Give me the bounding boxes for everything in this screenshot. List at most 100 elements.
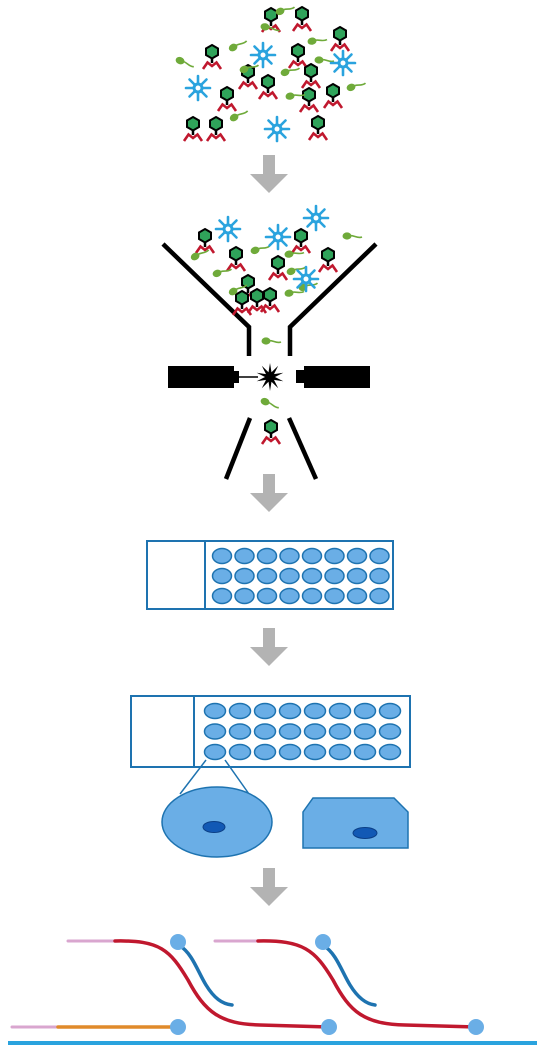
sperm-cell-icon — [284, 250, 305, 258]
star-cell-icon — [184, 74, 212, 102]
well — [301, 587, 323, 605]
sperm-cell-icon — [260, 397, 279, 409]
well — [303, 743, 327, 761]
well — [211, 567, 233, 585]
well — [228, 743, 252, 761]
phage-icon — [231, 289, 253, 316]
well — [256, 587, 278, 605]
process-arrows — [250, 155, 288, 906]
phage-head — [198, 227, 212, 244]
well — [353, 743, 377, 761]
dna-strand-blue — [178, 944, 234, 1007]
star-cell-nucleus — [260, 52, 266, 58]
phage-legs — [260, 435, 282, 445]
sperm-cell-icon — [342, 232, 363, 240]
laser-left-nozzle — [234, 371, 239, 383]
phage-icon — [322, 82, 344, 109]
well — [279, 547, 300, 565]
star-cell-icon — [302, 204, 330, 232]
phage-head — [235, 289, 249, 306]
sperm-cell-icon — [175, 56, 194, 68]
well-plate-2 — [130, 695, 411, 768]
well — [303, 702, 327, 720]
zoom-line-right — [224, 759, 250, 795]
phage-head — [261, 73, 275, 90]
sperm-head — [260, 23, 270, 31]
phage-head — [295, 5, 309, 22]
phage-icon — [290, 227, 312, 254]
phage-icon — [287, 42, 309, 69]
well-plate-1 — [146, 540, 394, 610]
phage-head — [264, 418, 278, 435]
phage-icon — [329, 25, 351, 52]
star-cell-nucleus — [274, 126, 280, 132]
sperm-cell-icon — [280, 67, 301, 77]
star-cell-nucleus — [275, 234, 281, 240]
well — [203, 743, 227, 761]
phage-head — [291, 42, 305, 59]
well — [203, 702, 227, 720]
sperm-cell-icon — [260, 23, 280, 32]
well — [324, 567, 345, 585]
phage-legs — [267, 271, 289, 281]
sperm-head — [285, 92, 295, 100]
phage-icon — [317, 246, 339, 273]
sperm-cell-icon — [239, 64, 260, 74]
sorting-funnel — [161, 204, 378, 480]
sperm-cell-icon — [212, 268, 233, 278]
gray-down-arrow-icon — [250, 155, 288, 193]
well — [234, 567, 255, 585]
angular-cell-nucleus — [352, 827, 378, 839]
well — [279, 567, 300, 585]
sperm-head — [260, 397, 270, 406]
outlet-left-wall — [223, 417, 253, 480]
laser-sorter — [168, 363, 370, 391]
sperm-head — [280, 68, 290, 77]
sperm-head — [307, 37, 317, 45]
well — [369, 547, 390, 565]
well — [253, 723, 277, 740]
phage-icon — [225, 245, 247, 272]
well — [369, 587, 390, 605]
phage-head — [311, 114, 325, 131]
star-cell-nucleus — [340, 60, 346, 66]
well — [211, 547, 233, 565]
phage-head — [263, 286, 277, 303]
well — [324, 587, 345, 605]
phage-head — [271, 254, 285, 271]
cell-mixture — [175, 5, 367, 143]
sperm-cell-icon — [307, 37, 328, 45]
phage-legs — [307, 131, 329, 141]
detector-right-body — [304, 366, 370, 388]
phage-legs — [205, 132, 227, 142]
well — [303, 723, 327, 740]
phage-legs — [201, 60, 223, 70]
well — [324, 547, 345, 565]
phage-legs — [298, 103, 320, 113]
star-cell-icon — [263, 115, 291, 143]
well — [328, 702, 352, 720]
detector-right-nozzle — [296, 370, 304, 383]
phage-head — [220, 85, 234, 102]
sperm-head — [286, 267, 296, 276]
sperm-head — [284, 250, 294, 258]
well — [278, 723, 302, 740]
sperm-head — [239, 65, 249, 74]
phage-legs — [237, 80, 259, 90]
well — [346, 587, 368, 605]
phage-icon — [205, 115, 227, 142]
phage-head — [304, 62, 318, 79]
gray-down-arrow-icon — [250, 628, 288, 666]
phage-icon — [182, 115, 204, 142]
star-cell-icon — [329, 49, 357, 77]
well — [256, 567, 278, 585]
well — [253, 743, 277, 761]
angular-cell — [302, 797, 409, 849]
sperm-head — [190, 252, 200, 261]
sperm-head — [284, 289, 294, 297]
phage-legs — [290, 244, 312, 254]
well — [228, 702, 252, 720]
phage-legs — [291, 22, 313, 32]
